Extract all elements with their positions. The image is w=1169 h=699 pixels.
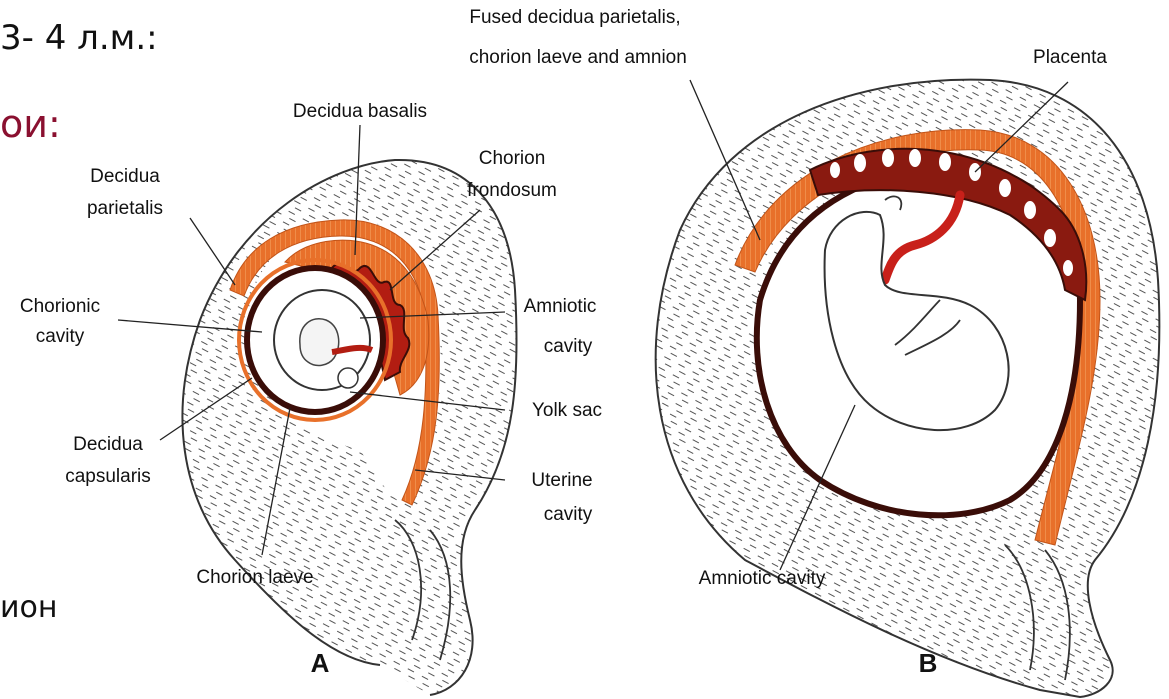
panel-label-b: B xyxy=(919,648,938,678)
label-yolk-sac: Yolk sac xyxy=(532,400,602,421)
label-chorion-laeve: Chorion laeve xyxy=(196,567,313,588)
embryo-a xyxy=(300,319,339,366)
label-decidua-parietalis-1: Decidua xyxy=(90,166,160,187)
label-amniotic-cavity-a-1: Amniotic xyxy=(524,296,597,317)
label-fused-2: chorion laeve and amnion xyxy=(469,47,687,68)
label-chorionic-cavity-1: Chorionic xyxy=(20,296,100,317)
label-chorionic-cavity-2: cavity xyxy=(36,326,85,347)
label-chorion-frondosum-2: frondosum xyxy=(467,180,557,201)
label-amniotic-cavity-a-2: cavity xyxy=(544,336,593,357)
label-fused-1: Fused decidua parietalis, xyxy=(469,7,680,28)
label-amniotic-cavity-b: Amniotic cavity xyxy=(699,568,826,589)
label-decidua-basalis: Decidua basalis xyxy=(293,101,427,122)
label-uterine-cavity-1: Uterine xyxy=(531,470,592,491)
label-uterine-cavity-2: cavity xyxy=(544,504,593,525)
label-decidua-capsularis-2: capsularis xyxy=(65,466,151,487)
figure-a: Decidua basalis Chorion frondosum Decidu… xyxy=(20,101,602,695)
label-placenta: Placenta xyxy=(1033,47,1107,68)
label-decidua-capsularis-1: Decidua xyxy=(73,434,143,455)
label-chorion-frondosum-1: Chorion xyxy=(479,148,546,169)
yolk-sac-a xyxy=(338,368,358,388)
panel-label-a: A xyxy=(311,648,330,678)
label-decidua-parietalis-2: parietalis xyxy=(87,198,163,219)
